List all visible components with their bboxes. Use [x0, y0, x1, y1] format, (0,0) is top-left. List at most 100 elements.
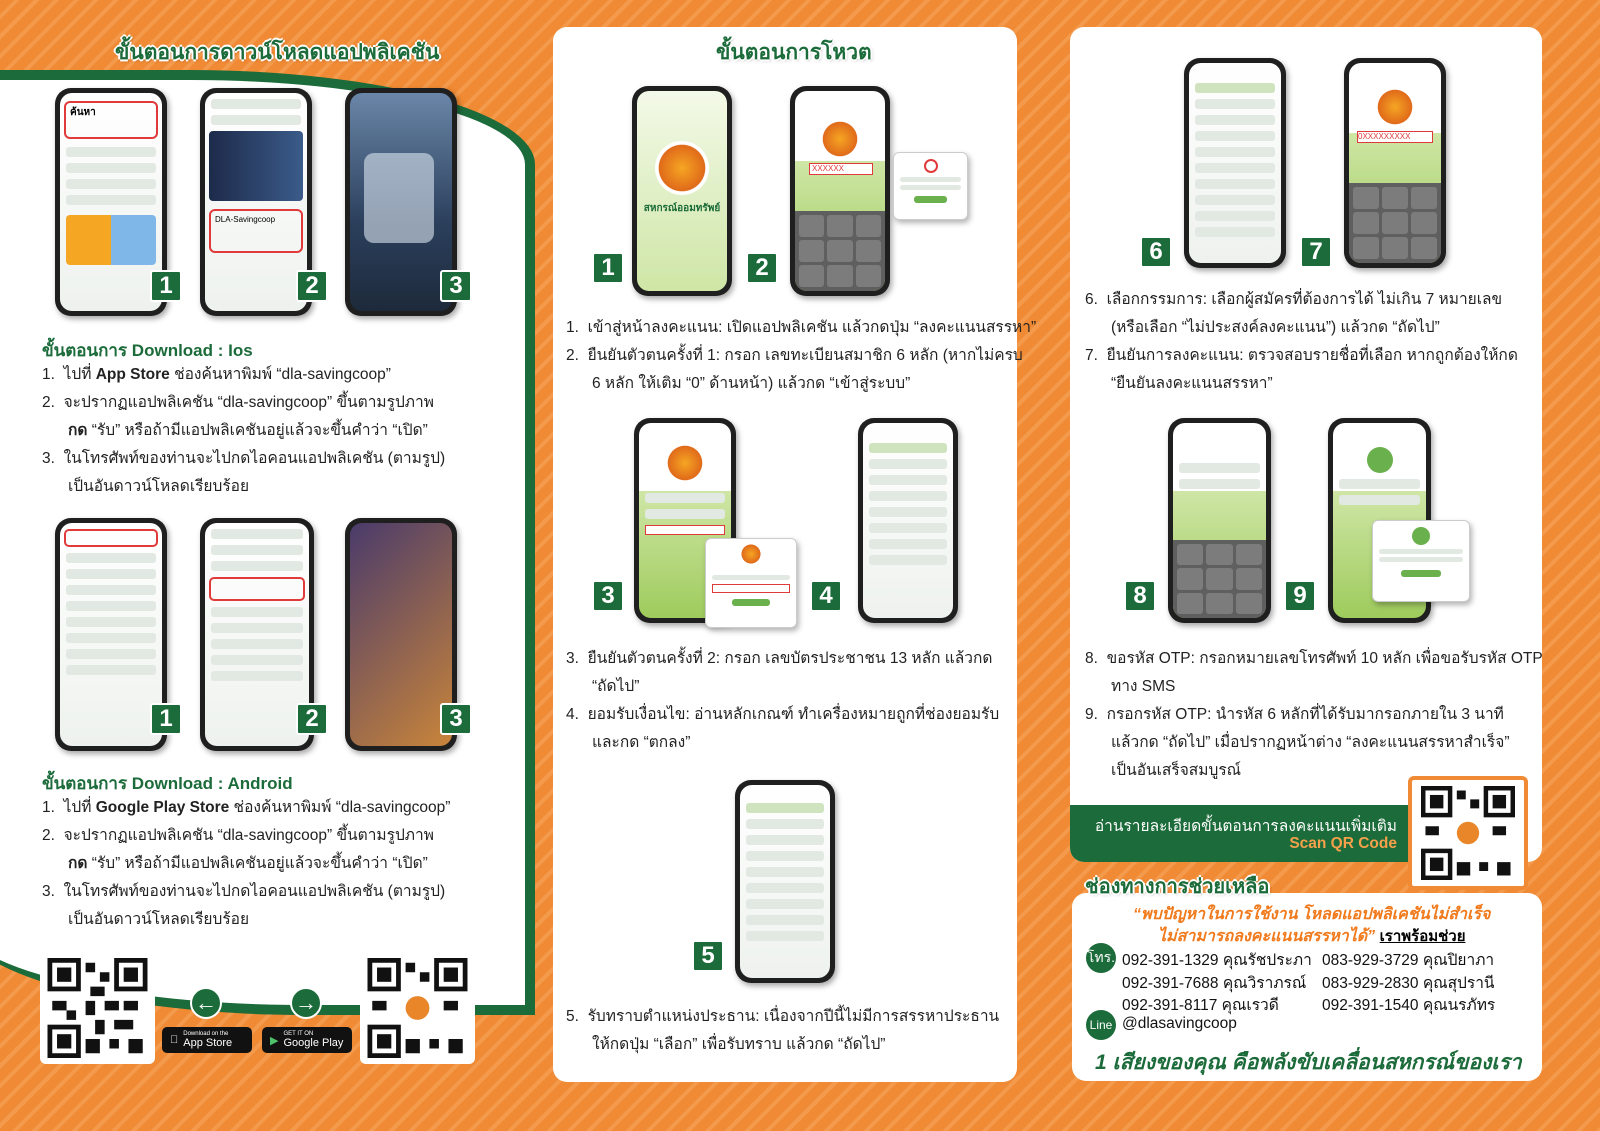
- vote-badge-9: 9: [1284, 580, 1316, 612]
- ios-step-2: 2. จะปรากฏแอปพลิเคชัน “dla-savingcoop” ข…: [42, 394, 434, 411]
- vote-badge-4: 4: [810, 580, 842, 612]
- vote-step-8-cont: ทาง SMS: [1111, 678, 1176, 695]
- vote-step-9-cont2: เป็นอันเสร็จสมบูรณ์: [1111, 762, 1242, 779]
- vote-phone-1: สหกรณ์ออมทรัพย์: [632, 86, 732, 296]
- vote-popup-3: [705, 538, 797, 628]
- vote-step-5-block: 5. รับทราบตำแหน่งประธาน: เนื่องจากปีนี้ไ…: [566, 1003, 999, 1059]
- ios-heading: ขั้นตอนการ Download : Ios: [42, 341, 253, 360]
- vote-phone-2: XXXXXX: [790, 86, 890, 296]
- vote-steps-1-2: 1. เข้าสู่หน้าลงคะแนน: เปิดแอปพลิเคชัน แ…: [566, 314, 1036, 398]
- ios-phone-2: DLA-Savingcoop: [200, 88, 312, 316]
- android-phone-1: [55, 518, 167, 751]
- vote-step-9-cont: แล้วกด “ถัดไป” เมื่อปรากฏหน้าต่าง “ลงคะแ…: [1111, 734, 1510, 751]
- vote-phone-8: [1168, 418, 1271, 623]
- vote-phone-7: 0XXXXXXXXX: [1344, 58, 1446, 268]
- vote-step-2-cont: 6 หลัก ให้เติม “0” ด้านหน้า) แล้วกด “เข้…: [592, 375, 911, 392]
- vote-step-9: 9. กรอกรหัส OTP: นำรหัส 6 หลักที่ได้รับม…: [1085, 706, 1504, 723]
- arrow-left-icon: ←: [190, 987, 222, 1019]
- contact-1[interactable]: 092-391-1329 คุณรัชประภา: [1122, 952, 1312, 969]
- android-badge-1: 1: [150, 703, 182, 735]
- android-steps: 1. ไปที่ Google Play Store ช่องค้นหาพิมพ…: [42, 794, 450, 934]
- ios-qr-code[interactable]: [40, 952, 155, 1064]
- vote-step-5: 5. รับทราบตำแหน่งประธาน: เนื่องจากปีนี้ไ…: [566, 1008, 1000, 1025]
- slogan: 1 เสียงของคุณ คือพลังขับเคลื่อนสหกรณ์ของ…: [1095, 1051, 1522, 1074]
- vote-step-2: 2. ยืนยันตัวตนครั้งที่ 1: กรอก เลขทะเบีย…: [566, 347, 1023, 364]
- vote-badge-8: 8: [1124, 580, 1156, 612]
- brand-text: สหกรณ์ออมทรัพย์: [643, 203, 721, 214]
- arrow-right-icon: →: [290, 987, 322, 1019]
- guide-qr-code[interactable]: [1408, 776, 1528, 890]
- ios-badge-2: 2: [296, 270, 328, 302]
- phone-number-input: 0XXXXXXXXX: [1357, 131, 1433, 143]
- help-quote-2-row: ไม่สามารถลงคะแนนสรรหาได้” เราพร้อมช่วย: [1158, 928, 1466, 945]
- android-phone-2: [200, 518, 314, 751]
- vote-step-3: 3. ยืนยันตัวตนครั้งที่ 2: กรอก เลขบัตรปร…: [566, 650, 993, 667]
- success-popup: [1372, 520, 1470, 602]
- android-step-3-cont: เป็นอันดาวน์โหลดเรียบร้อย: [68, 911, 250, 928]
- ios-phone-1: ค้นหา: [55, 88, 167, 316]
- ios-step-3: 3. ในโทรศัพท์ของท่านจะไปกดไอคอนแอปพลิเคช…: [42, 450, 446, 467]
- phone-label-badge: โทร.: [1086, 943, 1116, 973]
- ios-badge-3: 3: [440, 270, 472, 302]
- vote-phone-4: [858, 418, 958, 623]
- ios-step-2-cont: กด “รับ” หรือถ้ามีแอปพลิเคชันอยู่แล้วจะข…: [68, 422, 428, 439]
- android-step-1: 1. ไปที่ Google Play Store ช่องค้นหาพิมพ…: [42, 799, 451, 816]
- contact-3[interactable]: 092-391-7688 คุณวิราภรณ์: [1122, 975, 1307, 992]
- android-badge-2: 2: [296, 703, 328, 735]
- vote-step-6-cont: (หรือเลือก “ไม่ประสงค์ลงคะแนน”) แล้วกด “…: [1111, 319, 1440, 336]
- vote-badge-2: 2: [746, 252, 778, 284]
- voting-card-2: [1070, 27, 1542, 862]
- line-id[interactable]: @dlasavingcoop: [1122, 1015, 1237, 1032]
- android-heading: ขั้นตอนการ Download : Android: [42, 774, 293, 793]
- contact-5[interactable]: 092-391-8117 คุณเรวดี: [1122, 997, 1279, 1014]
- vote-badge-6: 6: [1140, 236, 1172, 268]
- android-step-3: 3. ในโทรศัพท์ของท่านจะไปกดไอคอนแอปพลิเคช…: [42, 883, 446, 900]
- ios-search-label: ค้นหา: [64, 101, 158, 139]
- contact-2[interactable]: 083-929-3729 คุณปิยาภา: [1322, 952, 1495, 969]
- vote-badge-1: 1: [592, 252, 624, 284]
- vote-badge-7: 7: [1300, 236, 1332, 268]
- help-box: [1072, 893, 1542, 1081]
- voting-title: ขั้นตอนการโหวต: [716, 41, 872, 64]
- member-id-input: XXXXXX: [809, 163, 873, 175]
- ios-step-3-cont: เป็นอันดาวน์โหลดเรียบร้อย: [68, 478, 250, 495]
- more-info-bar: อ่านรายละเอียดขั้นตอนการลงคะแนนเพิ่มเติม…: [1070, 805, 1415, 862]
- vote-steps-8-9: 8. ขอรหัส OTP: กรอกหมายเลขโทรศัพท์ 10 หล…: [1085, 645, 1543, 785]
- android-step-2: 2. จะปรากฏแอปพลิเคชัน “dla-savingcoop” ข…: [42, 827, 434, 844]
- vote-step-7-cont: “ยืนยันลงคะแนนสรรหา”: [1111, 375, 1273, 392]
- more-info-text: อ่านรายละเอียดขั้นตอนการลงคะแนนเพิ่มเติม: [1094, 818, 1397, 835]
- vote-step-4: 4. ยอมรับเงื่อนไข: อ่านหลักเกณฑ์ ทำเครื่…: [566, 706, 1000, 723]
- vote-steps-6-7: 6. เลือกกรรมการ: เลือกผู้สมัครที่ต้องการ…: [1085, 286, 1518, 398]
- vote-step-1: 1. เข้าสู่หน้าลงคะแนน: เปิดแอปพลิเคชัน แ…: [566, 319, 1037, 336]
- vote-badge-3: 3: [592, 580, 624, 612]
- play-icon: ▶: [270, 1034, 279, 1047]
- vote-step-6: 6. เลือกกรรมการ: เลือกผู้สมัครที่ต้องการ…: [1085, 291, 1503, 308]
- help-heading: ช่องทางการช่วยเหลือ: [1085, 876, 1270, 898]
- contact-4[interactable]: 083-929-2830 คุณสุปรานี: [1322, 975, 1495, 992]
- contact-6[interactable]: 092-391-1540 คุณนรภัทร: [1322, 997, 1496, 1014]
- ios-step-1: 1. ไปที่ App Store ช่องค้นหาพิมพ์ “dla-s…: [42, 366, 391, 383]
- ios-phone-3: [345, 88, 457, 316]
- ios-steps: 1. ไปที่ App Store ช่องค้นหาพิมพ์ “dla-s…: [42, 361, 445, 501]
- vote-step-4-cont: และกด “ตกลง”: [592, 734, 691, 751]
- android-step-2-cont: กด “รับ” หรือถ้ามีแอปพลิเคชันอยู่แล้วจะข…: [68, 855, 428, 872]
- ios-badge-1: 1: [150, 270, 182, 302]
- vote-badge-5: 5: [692, 940, 724, 972]
- ready-text: เราพร้อมช่วย: [1379, 928, 1466, 945]
- vote-phone-5: [735, 780, 835, 983]
- vote-step-8: 8. ขอรหัส OTP: กรอกหมายเลขโทรศัพท์ 10 หล…: [1085, 650, 1543, 667]
- android-qr-code[interactable]: [360, 952, 475, 1064]
- ios-app-listing: DLA-Savingcoop: [209, 209, 303, 253]
- line-icon: Line: [1086, 1010, 1116, 1040]
- vote-steps-3-4: 3. ยืนยันตัวตนครั้งที่ 2: กรอก เลขบัตรปร…: [566, 645, 999, 757]
- vote-phone-6: [1184, 58, 1286, 268]
- scan-qr-text: Scan QR Code: [1289, 835, 1397, 852]
- apple-icon: : [170, 1034, 178, 1046]
- help-quote-1: “พบปัญหาในการใช้งาน โหลดแอปพลิเคชันไม่สำ…: [1133, 906, 1491, 923]
- vote-step-5-cont: ให้กดปุ่ม “เลือก” เพื่อรับทราบ แล้วกด “ถ…: [592, 1036, 886, 1053]
- vote-step-3-cont: “ถัดไป”: [592, 678, 640, 695]
- android-badge-3: 3: [440, 703, 472, 735]
- vote-step-7: 7. ยืนยันการลงคะแนน: ตรวจสอบรายชื่อที่เล…: [1085, 347, 1518, 364]
